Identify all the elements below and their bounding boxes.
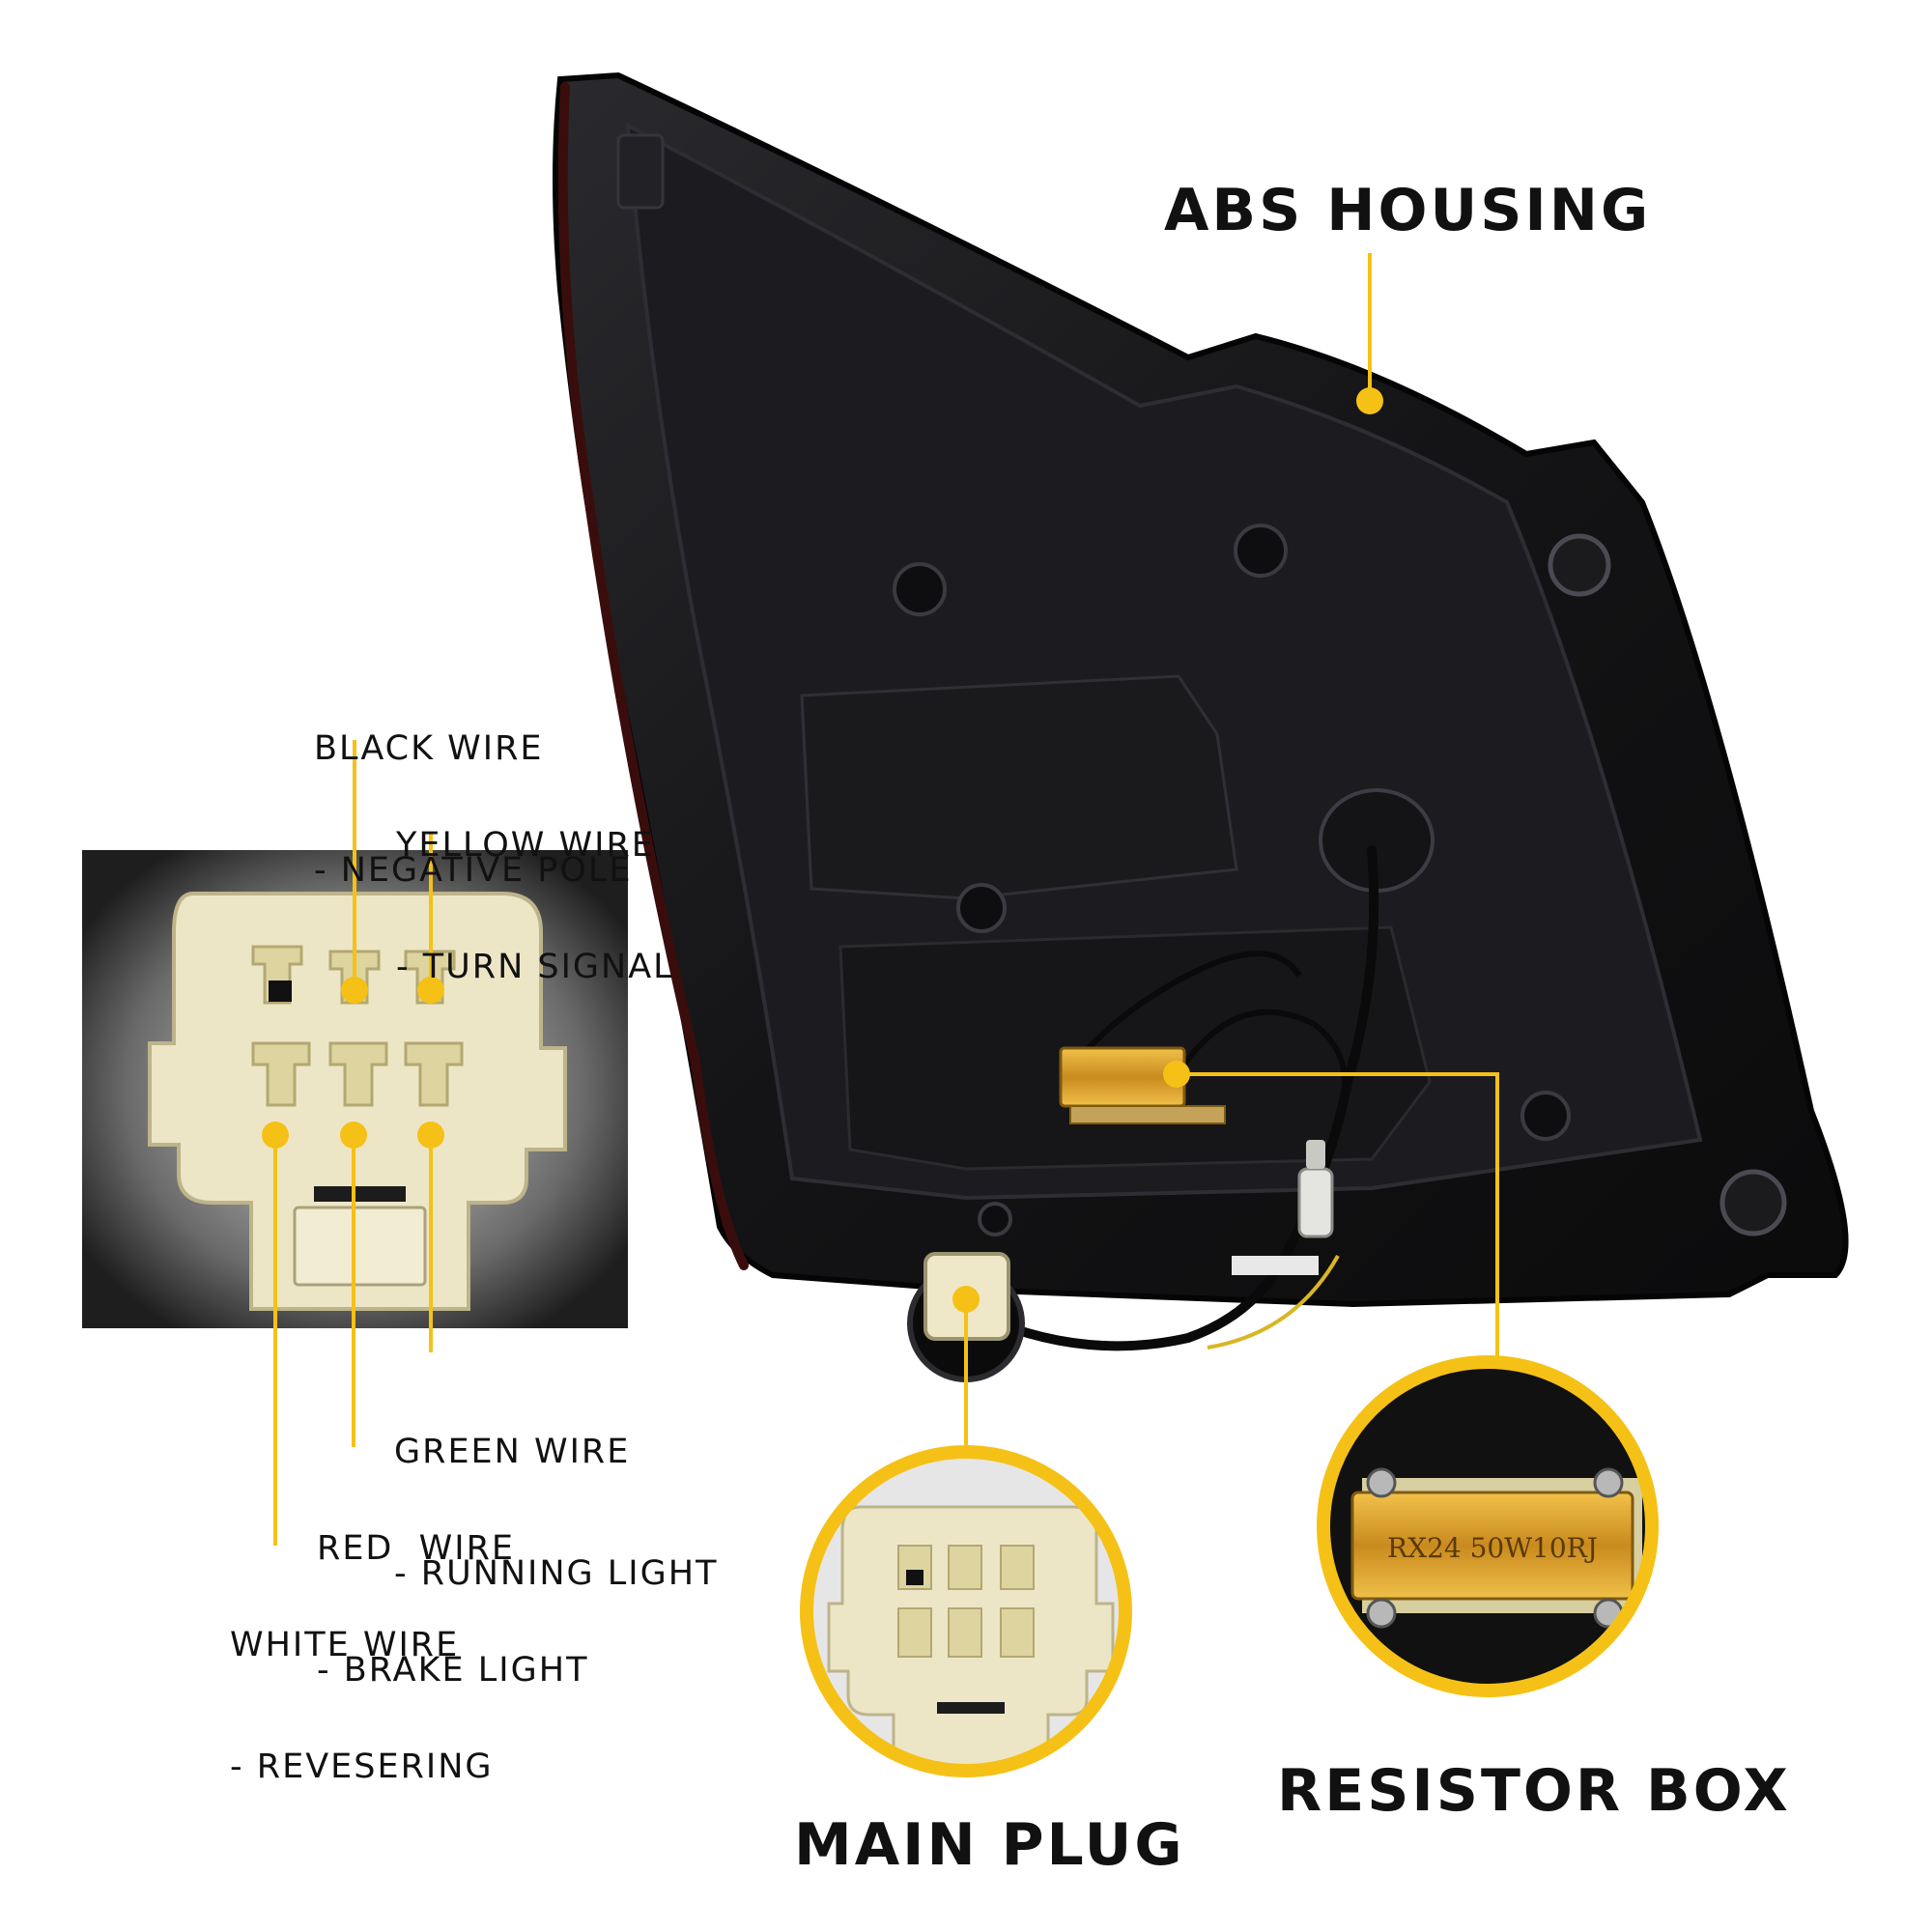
black-wire-function: - NEGATIVE POLE	[314, 851, 633, 890]
red-wire-function: - BRAKE LIGHT	[317, 1651, 589, 1690]
housing-inner-panel	[625, 122, 1703, 1201]
connector-latch	[293, 1206, 427, 1287]
red-wire-label: RED WIRE - BRAKE LIGHT	[317, 1447, 588, 1731]
main-plug-zoom	[800, 1445, 1132, 1777]
barcode-sticker	[1232, 1256, 1319, 1275]
abs-housing-dot	[1356, 387, 1383, 414]
callout-lines	[273, 253, 1499, 1546]
resistor-zoom-ring	[1317, 1355, 1659, 1697]
resistor-zoom: RX24 50W10RJ	[1317, 1355, 1659, 1697]
resistor-screws	[1366, 1467, 1624, 1629]
green-wire-title: GREEN WIRE	[394, 1433, 631, 1471]
pin-slot-6	[404, 1041, 464, 1107]
yellow-wire-title: YELLOW WIRE	[396, 826, 655, 865]
main-plug-dot	[952, 1286, 980, 1313]
housing-socket-top	[616, 133, 665, 210]
white-wire-label: WHITE WIRE - REVESERING	[230, 1544, 494, 1828]
zoom-latch-slot	[937, 1702, 1005, 1714]
zoom-pin-slots	[897, 1545, 1035, 1658]
zoom-pin-empty	[906, 1570, 923, 1585]
inline-connector	[1297, 1140, 1334, 1238]
pin-empty	[269, 980, 292, 1002]
green-wire-label: GREEN WIRE - RUNNING LIGHT	[394, 1350, 718, 1634]
resistor-gold-body	[1350, 1491, 1634, 1601]
yellow-wire-label: YELLOW WIRE - TURN SIGNAL	[396, 744, 674, 1028]
bolt	[978, 1202, 1012, 1236]
resistor-code: RX24 50W10RJ	[1387, 1532, 1598, 1564]
mounting-grommets	[1548, 533, 1787, 1236]
resistor-box-label: RESISTOR BOX	[1277, 1757, 1791, 1825]
white-wire-title: WHITE WIRE	[230, 1626, 460, 1664]
black-wire-label: BLACK WIRE - NEGATIVE POLE	[314, 647, 633, 931]
red-lens-edge	[557, 82, 749, 1270]
red-wire-title: RED WIRE	[317, 1529, 515, 1568]
main-plug-label: MAIN PLUG	[794, 1811, 1185, 1879]
callout-dots	[262, 387, 1383, 1313]
yellow-wire-dot	[417, 977, 444, 1004]
pin-slot-4	[251, 1041, 311, 1107]
red-wire-dot	[340, 1122, 367, 1149]
connector-detail-box	[82, 850, 628, 1328]
resistor-dot	[1163, 1061, 1190, 1088]
bolt	[1234, 524, 1288, 578]
grommet	[1548, 533, 1611, 597]
bolt	[893, 562, 947, 616]
wire-yellow	[1207, 1255, 1340, 1350]
green-wire-function: - RUNNING LIGHT	[394, 1554, 719, 1593]
main-plug-zoom-ring	[800, 1445, 1132, 1777]
wire-harness	[971, 845, 1379, 1351]
green-wire-dot	[417, 1122, 444, 1149]
wire-resistor	[1176, 1009, 1348, 1102]
tail-light-housing	[553, 71, 1849, 1382]
resistor-leader	[1177, 1072, 1499, 1362]
pin-slot-5	[328, 1041, 388, 1107]
grommet	[1719, 1169, 1787, 1236]
black-wire-title: BLACK WIRE	[314, 729, 544, 768]
white-wire-dot	[262, 1122, 289, 1149]
housing-resistor	[1059, 1046, 1226, 1124]
white-wire-function: - REVESERING	[230, 1747, 494, 1786]
wire-resistor-2	[1060, 951, 1302, 1079]
abs-housing-label: ABS HOUSING	[1164, 177, 1652, 244]
housing-rib-upper	[800, 674, 1238, 900]
black-wire-dot	[341, 977, 368, 1004]
mounting-bolts	[893, 524, 1571, 1236]
bolt	[1520, 1091, 1571, 1141]
bolt	[956, 883, 1007, 933]
latch-slot	[314, 1186, 406, 1202]
yellow-wire-function: - TURN SIGNAL	[396, 948, 674, 986]
